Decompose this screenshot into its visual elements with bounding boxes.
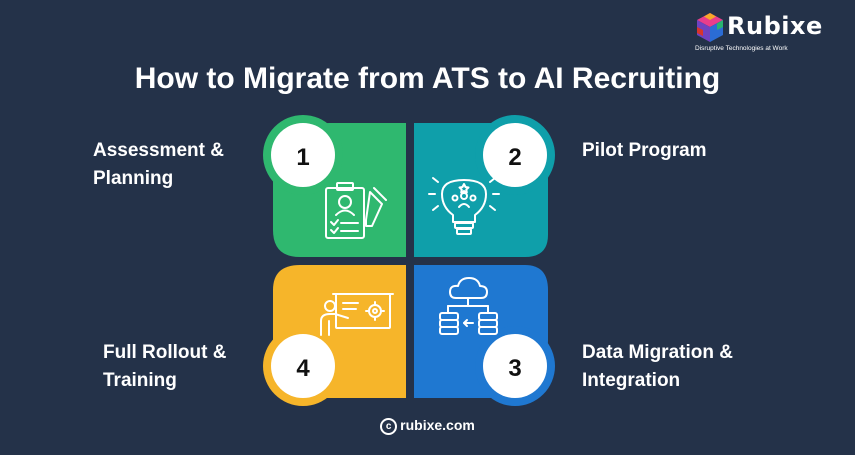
step-3-label-line-2: Integration [582,370,681,391]
cube-logo-icon [697,13,723,42]
step-1-number: 1 [296,144,309,171]
lightbulb-team-icon [428,177,500,235]
step-3-label-line-1: Data Migration & [582,342,733,363]
page-title: How to Migrate from ATS to AI Recruiting [134,62,721,95]
step-4-label-line-1: Full Rollout & [103,342,227,363]
brand-name: Rubixe [727,12,823,40]
step-4-quadrant: 4 [263,265,406,406]
copyright-icon: c [380,417,398,435]
step-4-label-line-2: Training [103,370,177,391]
step-3-quadrant: 3 [414,265,555,406]
rubixe-logo[interactable]: Rubixe Disruptive Technologies at Work [695,12,847,60]
step-1-quadrant: 1 [263,115,406,257]
step-2-label-line-1: Pilot Program [582,140,707,161]
brand-tagline: Disruptive Technologies at Work [695,45,788,52]
step-3-number: 3 [508,355,521,382]
presentation-icon [320,293,394,336]
cloud-database-icon [439,277,498,335]
step-1-label: Assessment & Planning [93,137,224,193]
clipboard-user-icon [325,182,387,239]
step-4-label: Full Rollout & Training [103,339,226,395]
footer-site: rubixe.com [400,417,475,433]
step-2-quadrant: 2 [414,115,555,257]
step-1-label-line-1: Assessment & [93,140,224,161]
step-3-label: Data Migration & Integration [582,339,733,395]
step-4-number: 4 [296,355,310,382]
step-2-label: Pilot Program [582,137,707,165]
step-1-label-line-2: Planning [93,168,174,189]
step-2-number: 2 [508,144,521,171]
